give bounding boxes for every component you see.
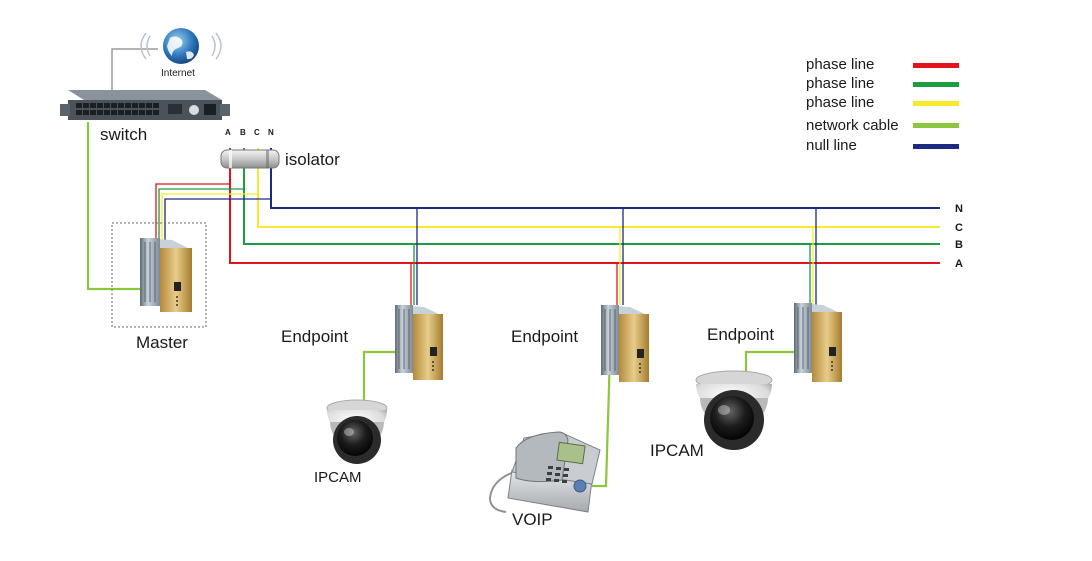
master-feed-wires	[155, 183, 271, 240]
legend: phase line phase line phase line network…	[806, 56, 959, 154]
tap-label-b: B	[240, 128, 246, 137]
ipcam-2-label: IPCAM	[650, 441, 704, 460]
isolator-icon	[220, 149, 280, 169]
internet-uplink	[111, 48, 158, 92]
bus-line-b	[243, 148, 940, 245]
legend-label: null line	[806, 137, 857, 154]
endpoint-1-device-icon	[395, 305, 443, 380]
bus-label-c: C	[955, 222, 963, 234]
dome-camera-icon-2	[695, 370, 773, 450]
endpoint-3-label: Endpoint	[707, 325, 774, 344]
legend-swatch	[913, 101, 959, 106]
tap-label-c: C	[254, 128, 260, 137]
bus-label-a: A	[955, 258, 963, 270]
master-device-icon	[140, 238, 192, 312]
legend-label: phase line	[806, 94, 874, 111]
legend-label: phase line	[806, 75, 874, 92]
legend-swatch	[913, 144, 959, 149]
bus-label-n: N	[955, 203, 963, 215]
wire-tap-labels: A B C N	[225, 128, 274, 137]
isolator-label: isolator	[285, 150, 340, 169]
bus-line-labels: N C B A	[955, 203, 963, 270]
master-label: Master	[136, 333, 188, 352]
bus-label-b: B	[955, 239, 963, 251]
legend-label: phase line	[806, 56, 874, 73]
tap-label-a: A	[225, 128, 231, 137]
legend-label: network cable	[806, 117, 899, 134]
bus-line-a	[229, 148, 940, 264]
endpoint-1-label: Endpoint	[281, 327, 348, 346]
endpoint-2-label: Endpoint	[511, 327, 578, 346]
network-switch-icon	[60, 90, 230, 120]
ipcam-1-label: IPCAM	[314, 469, 362, 486]
internet-label: Internet	[161, 68, 195, 79]
endpoint-3-device-icon	[794, 303, 842, 382]
bus-line-c	[257, 148, 940, 228]
desk-phone-icon	[488, 431, 601, 513]
endpoint-drops	[410, 208, 817, 305]
master-boundary	[111, 222, 207, 328]
globe-icon	[140, 28, 222, 64]
bus-line-n	[270, 148, 940, 209]
legend-swatch	[913, 63, 959, 68]
legend-swatch	[913, 82, 959, 87]
legend-swatch	[913, 123, 959, 128]
tap-label-n: N	[268, 128, 274, 137]
switch-label: switch	[100, 125, 147, 144]
dome-camera-icon-1	[326, 399, 388, 464]
voip-label: VOIP	[512, 510, 553, 529]
endpoint-2-device-icon	[601, 305, 649, 382]
